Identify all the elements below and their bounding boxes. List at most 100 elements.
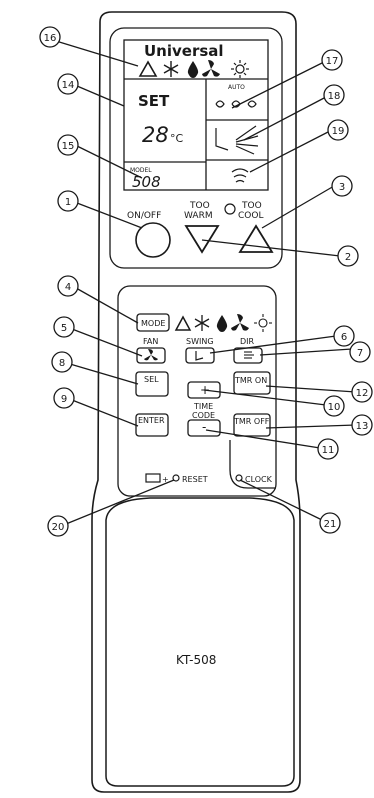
callout-18-text: 18 bbox=[328, 91, 341, 102]
callout-3-text: 3 bbox=[339, 182, 345, 193]
fan-icon bbox=[202, 60, 220, 77]
battery-plus: + bbox=[162, 475, 169, 484]
callout-19: 19 bbox=[327, 119, 349, 141]
thermometer-icon bbox=[224, 203, 236, 215]
too-warm-label: TOO WARM bbox=[184, 201, 213, 221]
onoff-button[interactable] bbox=[135, 222, 171, 258]
lcd-title: Universal bbox=[144, 42, 224, 60]
triangle-icon bbox=[138, 60, 158, 77]
sun-icon bbox=[231, 60, 249, 78]
callout-16: 16 bbox=[39, 26, 61, 48]
cool-label: COOL bbox=[238, 211, 263, 221]
swing-flap-icon bbox=[215, 125, 259, 155]
minus-label: - bbox=[202, 420, 206, 434]
callout-14: 14 bbox=[57, 73, 79, 95]
tmr-off-button[interactable] bbox=[233, 413, 271, 437]
callout-1-text: 1 bbox=[65, 197, 71, 208]
lcd-model-label: MODEL bbox=[130, 167, 152, 174]
drop-icon bbox=[187, 61, 199, 78]
display-frame bbox=[109, 27, 283, 269]
reset-button[interactable] bbox=[172, 474, 180, 482]
callout-7-text: 7 bbox=[357, 348, 363, 359]
callout-4-text: 4 bbox=[65, 282, 71, 293]
callout-7: 7 bbox=[349, 341, 371, 363]
callout-8-text: 8 bbox=[59, 358, 65, 369]
mode-label: MODE bbox=[141, 319, 165, 328]
too-label-2: TOO bbox=[241, 201, 262, 211]
callout-8: 8 bbox=[51, 351, 73, 373]
fan-button[interactable] bbox=[136, 347, 166, 364]
signal-icon bbox=[231, 168, 249, 183]
callout-12-text: 12 bbox=[356, 388, 369, 399]
leader-lines bbox=[55, 40, 357, 525]
callout-1: 1 bbox=[57, 190, 79, 212]
sel-label: SEL bbox=[144, 375, 159, 384]
lcd-temperature: 28 bbox=[142, 123, 169, 147]
fan-icon bbox=[231, 314, 249, 331]
onoff-label: ON/OFF bbox=[127, 211, 161, 221]
tmr-on-label: TMR ON bbox=[234, 376, 267, 385]
callout-5-text: 5 bbox=[61, 323, 67, 334]
clock-label: CLOCK bbox=[245, 475, 273, 484]
warm-label: WARM bbox=[184, 211, 213, 221]
swing-button[interactable] bbox=[185, 347, 215, 364]
dir-label: DIR bbox=[240, 337, 255, 346]
battery-icon bbox=[145, 473, 161, 483]
time-code-label: TIME CODE bbox=[192, 402, 216, 420]
lcd-model-code: 508 bbox=[132, 173, 161, 191]
lcd-unit: °C bbox=[170, 132, 184, 145]
callout-15: 15 bbox=[57, 134, 79, 156]
battery-cover bbox=[105, 497, 295, 787]
callout-16-text: 16 bbox=[44, 33, 57, 44]
snowflake-icon bbox=[163, 61, 179, 77]
callout-11-text: 11 bbox=[322, 445, 335, 456]
reset-label: RESET bbox=[182, 475, 208, 484]
lcd-auto: AUTO bbox=[228, 84, 245, 91]
callout-20-text: 20 bbox=[52, 522, 65, 533]
callout-9: 9 bbox=[53, 387, 75, 409]
callout-2-text: 2 bbox=[345, 252, 351, 263]
enter-label: ENTER bbox=[138, 416, 165, 425]
sun-icon bbox=[254, 314, 272, 332]
temp-down-button[interactable] bbox=[184, 225, 220, 254]
callout-14-text: 14 bbox=[62, 80, 75, 91]
direction-icon bbox=[244, 351, 254, 359]
callout-19-text: 19 bbox=[332, 126, 345, 137]
callout-3: 3 bbox=[331, 175, 353, 197]
callout-13-text: 13 bbox=[356, 421, 369, 432]
callout-17-text: 17 bbox=[326, 56, 339, 67]
tmr-on-button[interactable] bbox=[233, 371, 271, 395]
button-panel bbox=[117, 285, 277, 497]
too-label: TOO bbox=[189, 201, 210, 211]
panel-mode-icons bbox=[174, 314, 272, 332]
fan-label: FAN bbox=[143, 337, 158, 346]
callout-15-text: 15 bbox=[62, 141, 75, 152]
callout-20: 20 bbox=[47, 515, 69, 537]
callout-18: 18 bbox=[323, 84, 345, 106]
callouts: 16 14 15 1 17 18 19 3 2 4 5 8 9 6 7 12 1… bbox=[39, 26, 373, 537]
callout-21: 21 bbox=[319, 512, 341, 534]
fan-icon bbox=[144, 349, 158, 361]
tmr-off-label: TMR OFF bbox=[233, 417, 270, 426]
code-label: CODE bbox=[192, 411, 215, 420]
callout-17: 17 bbox=[321, 49, 343, 71]
callout-11: 11 bbox=[317, 438, 339, 460]
lcd-mode-icons bbox=[138, 60, 249, 78]
drop-icon bbox=[216, 315, 228, 332]
callout-10: 10 bbox=[323, 395, 345, 417]
clock-button[interactable] bbox=[235, 474, 243, 482]
minus-button[interactable] bbox=[187, 419, 221, 437]
snowflake-icon bbox=[194, 315, 210, 331]
callout-9-text: 9 bbox=[61, 394, 67, 405]
too-cool-label: TOO COOL bbox=[238, 201, 265, 221]
callout-13: 13 bbox=[351, 414, 373, 436]
time-label: TIME bbox=[193, 402, 213, 411]
swing-icon bbox=[195, 351, 204, 361]
swing-label: SWING bbox=[186, 337, 214, 346]
callout-6: 6 bbox=[333, 325, 355, 347]
lcd-screen bbox=[123, 39, 269, 191]
callout-10-text: 10 bbox=[328, 402, 341, 413]
callout-6-text: 6 bbox=[341, 332, 347, 343]
callout-4: 4 bbox=[57, 275, 79, 297]
